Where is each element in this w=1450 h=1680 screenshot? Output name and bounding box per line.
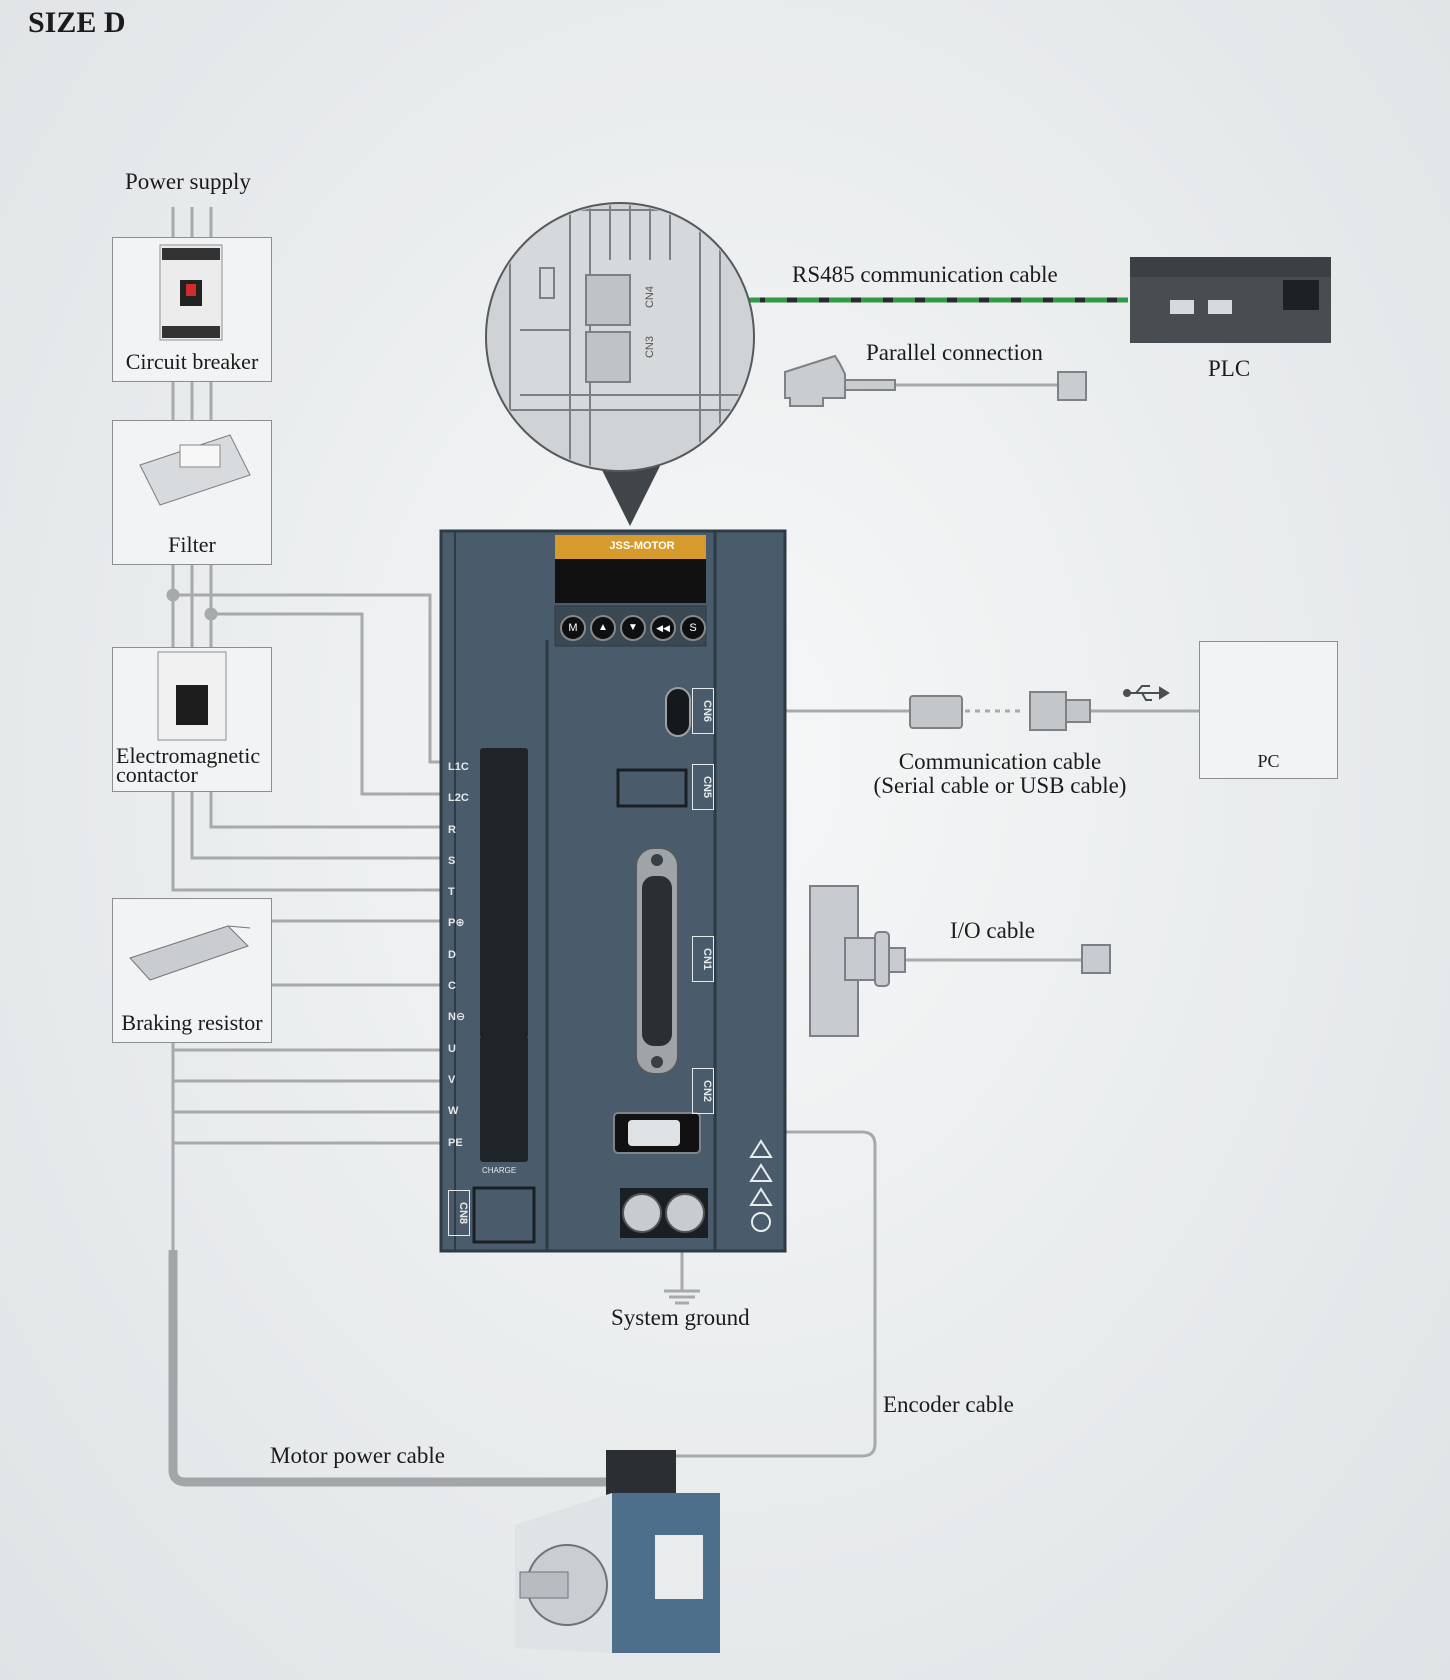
- drive-keypad: M ▲ ▼ ◀◀ S: [560, 615, 706, 641]
- terminal-w: W: [448, 1105, 459, 1118]
- terminal-c: C: [448, 980, 456, 993]
- braking-resistor-box: Braking resistor: [112, 898, 272, 1043]
- parallel-connector-graphic: [784, 354, 1087, 407]
- terminal-r: R: [448, 823, 456, 836]
- comm-cable-label-line1: Communication cable: [898, 749, 1102, 774]
- servo-drive-graphic: [439, 529, 787, 1253]
- down-button[interactable]: ▼: [620, 615, 646, 641]
- pc-box: PC: [1199, 641, 1338, 779]
- usb-icon: [1123, 685, 1170, 701]
- motor-power-cable: [168, 1250, 620, 1487]
- page-title: SIZE D: [28, 6, 126, 39]
- terminal-t: T: [448, 886, 455, 899]
- io-cable-label: I/O cable: [950, 918, 1035, 943]
- zoom-port-cn4: CN4: [644, 286, 656, 309]
- terminal-l2c: L2C: [448, 792, 469, 805]
- terminal-labels: L1C L2C R S T P⊕ D C N⊖ U V W PE: [448, 752, 478, 1159]
- terminal-n: N⊖: [448, 1011, 466, 1024]
- plc-graphic: [1130, 257, 1331, 343]
- set-button[interactable]: S: [680, 615, 706, 641]
- terminal-d: D: [448, 948, 456, 961]
- comm-cable-label-line2: (Serial cable or USB cable): [873, 773, 1127, 798]
- port-cn8: CN8: [448, 1190, 470, 1236]
- braking-resistor-label: Braking resistor: [121, 1010, 263, 1035]
- zoom-port-cn3: CN3: [644, 336, 656, 359]
- drive-brand: JSS-MOTOR: [609, 540, 675, 552]
- contactor-label-line2: contactor: [116, 762, 198, 787]
- up-button[interactable]: ▲: [590, 615, 616, 641]
- shift-button[interactable]: ◀◀: [650, 615, 676, 641]
- port-cn5: CN5: [692, 764, 714, 810]
- charge-label: CHARGE: [482, 1166, 517, 1175]
- system-ground-label: System ground: [611, 1305, 750, 1330]
- port-cn2: CN2: [692, 1068, 714, 1114]
- terminal-u: U: [448, 1042, 456, 1055]
- power-supply-label: Power supply: [125, 169, 251, 194]
- filter-label: Filter: [168, 532, 216, 557]
- rs485-label: RS485 communication cable: [792, 262, 1058, 287]
- mode-button[interactable]: M: [560, 615, 586, 641]
- terminal-l1c: L1C: [448, 761, 469, 773]
- encoder-cable-label: Encoder cable: [883, 1392, 1014, 1417]
- port-cn1: CN1: [692, 936, 714, 982]
- zoom-inset: [485, 202, 755, 526]
- circuit-breaker-label: Circuit breaker: [125, 349, 259, 374]
- contactor-label-line1: Electromagnetic: [116, 743, 261, 768]
- pc-label: PC: [1257, 751, 1280, 771]
- servo-motor-graphic: [515, 1450, 720, 1653]
- terminal-s: S: [448, 854, 456, 867]
- serial-usb-graphic: [909, 691, 1091, 731]
- port-cn6: CN6: [692, 688, 714, 734]
- terminal-v: V: [448, 1073, 456, 1086]
- terminal-pe: PE: [448, 1136, 463, 1149]
- comm-cable-label: Communication cable (Serial cable or USB…: [866, 750, 1134, 798]
- io-connector-graphic: [809, 885, 1111, 1037]
- terminal-p: P⊕: [448, 917, 465, 930]
- motor-power-cable-label: Motor power cable: [270, 1443, 445, 1468]
- plc-label: PLC: [1208, 356, 1251, 381]
- parallel-label: Parallel connection: [866, 340, 1043, 365]
